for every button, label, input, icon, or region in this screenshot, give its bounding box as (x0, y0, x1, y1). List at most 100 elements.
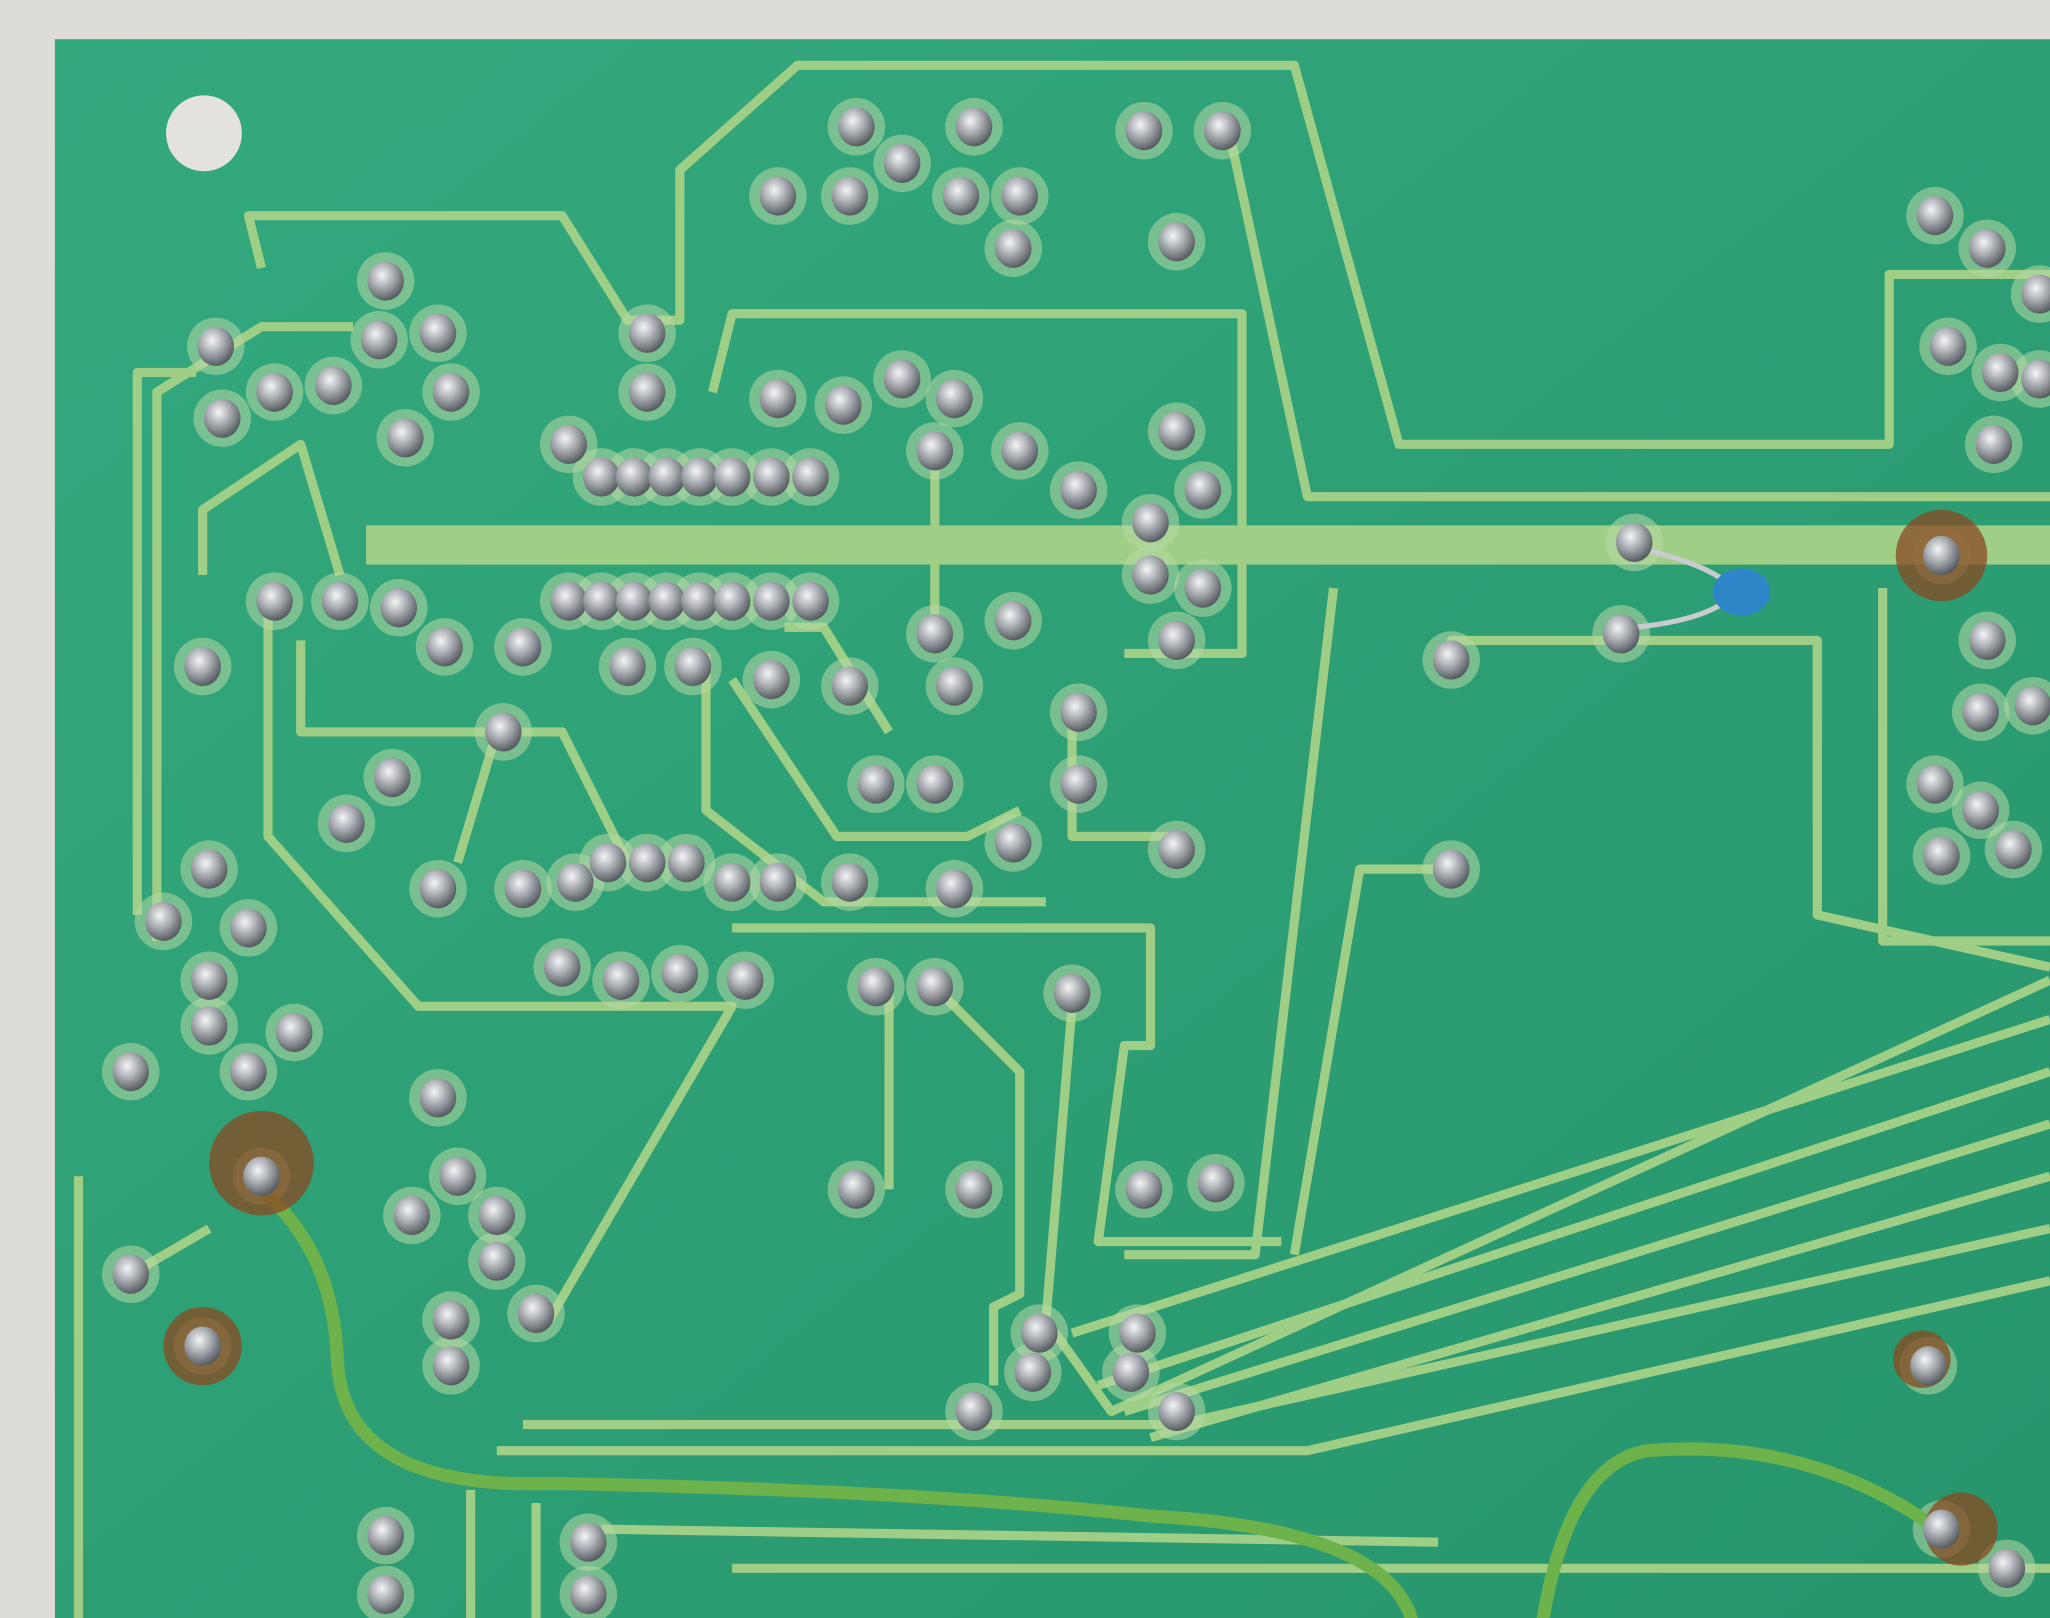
ground-bus-trace (366, 525, 2050, 565)
solder-joint (184, 646, 221, 687)
solder-joint (583, 581, 620, 621)
trace (708, 309, 1247, 659)
solder-joint (713, 581, 751, 621)
solder-joint (230, 908, 267, 948)
solder-joint (1968, 620, 2006, 661)
solder-joint (1060, 692, 1097, 732)
solder-joint (1615, 522, 1653, 562)
solder-joint (432, 1346, 470, 1386)
solder-joint (386, 418, 424, 458)
solder-joint (857, 764, 895, 804)
solder-joint (439, 1156, 476, 1196)
solder-joint (602, 960, 640, 1000)
solder-joint (2014, 686, 2050, 726)
solder-joint (759, 176, 797, 216)
solder-joint (1975, 424, 2013, 464)
solder-joint (432, 372, 470, 412)
solder-joint (1197, 1163, 1235, 1203)
solder-joint (916, 431, 954, 471)
solder-joint (243, 1156, 280, 1196)
solder-joint (648, 581, 686, 621)
solder-joint (759, 862, 797, 902)
solder-joint (190, 1006, 228, 1046)
solder-joint (1962, 790, 2000, 830)
solder-joint (1112, 1352, 1150, 1392)
solder-joint (681, 457, 718, 497)
solder-joint (753, 457, 790, 497)
trace (732, 923, 1282, 1247)
solder-joint (583, 457, 620, 497)
solder-joint (570, 1522, 607, 1562)
solder-joint (792, 457, 829, 497)
wire-left (261, 1189, 1419, 1618)
solder-joint (955, 1391, 993, 1432)
solder-joint (1995, 829, 2032, 870)
solder-joint (419, 313, 457, 353)
solder-joint (367, 1574, 404, 1615)
solder-joint (570, 1574, 607, 1615)
solder-joint (681, 581, 718, 621)
solder-joint (1158, 620, 1195, 661)
solder-joint (197, 326, 235, 366)
solder-joint (883, 359, 921, 399)
copper-traces (73, 60, 2050, 1618)
solder-joint (916, 967, 954, 1007)
trace (938, 990, 1025, 1386)
solder-joint (831, 666, 869, 706)
solder-joint (628, 313, 666, 353)
solder-joint (942, 176, 980, 216)
solder-joint (2021, 274, 2050, 314)
solder-joint (321, 581, 359, 621)
solder-joint (1432, 849, 1470, 889)
solder-joint (994, 823, 1032, 863)
solder-joint (1060, 470, 1097, 510)
trace (132, 367, 197, 915)
trace (198, 439, 345, 577)
solder-joint (1119, 1313, 1156, 1353)
solder-joint (1158, 222, 1195, 262)
solder-joint (315, 365, 352, 406)
solder-joint (955, 107, 993, 147)
solder-joint (955, 1169, 993, 1209)
solder-joint (1158, 411, 1195, 451)
solder-joint (1916, 196, 1954, 236)
solder-joint (1158, 829, 1195, 870)
solder-joint (1988, 1548, 2026, 1588)
solder-joint (916, 614, 954, 654)
green-wires (261, 1189, 1935, 1618)
solder-joint (1014, 1352, 1052, 1392)
trace (1878, 588, 2050, 946)
solder-joint (753, 660, 790, 700)
solder-joint (674, 646, 712, 687)
wire-right (1536, 1442, 1935, 1618)
solder-joint (1132, 503, 1169, 543)
solder-joint (275, 1012, 313, 1053)
solder-joint (1923, 1509, 1960, 1549)
solder-joint (1982, 352, 2019, 393)
solder-joint (190, 849, 228, 889)
solder-joint (360, 320, 398, 360)
solder-joint (831, 176, 869, 216)
solder-joint (609, 646, 646, 687)
solder-joint (994, 228, 1032, 268)
solder-joint (615, 457, 653, 497)
solder-joint (994, 601, 1032, 641)
solder-joint (824, 385, 862, 425)
trace (1123, 1119, 2050, 1416)
solder-joint (393, 1195, 431, 1236)
solder-joint (373, 758, 411, 798)
solder-joint (628, 842, 666, 883)
solder-joint (478, 1195, 516, 1236)
solder-joint (256, 581, 293, 621)
solder-joint (1968, 228, 2006, 268)
solder-joint (753, 581, 790, 621)
solder-joint (517, 1293, 555, 1334)
solder-joint (380, 588, 418, 628)
solder-joint (1125, 111, 1163, 151)
solder-joint (432, 1300, 470, 1340)
trace (263, 614, 737, 1323)
trace (496, 1276, 2050, 1456)
solder-joint (831, 862, 869, 902)
trace (1124, 587, 1339, 1260)
